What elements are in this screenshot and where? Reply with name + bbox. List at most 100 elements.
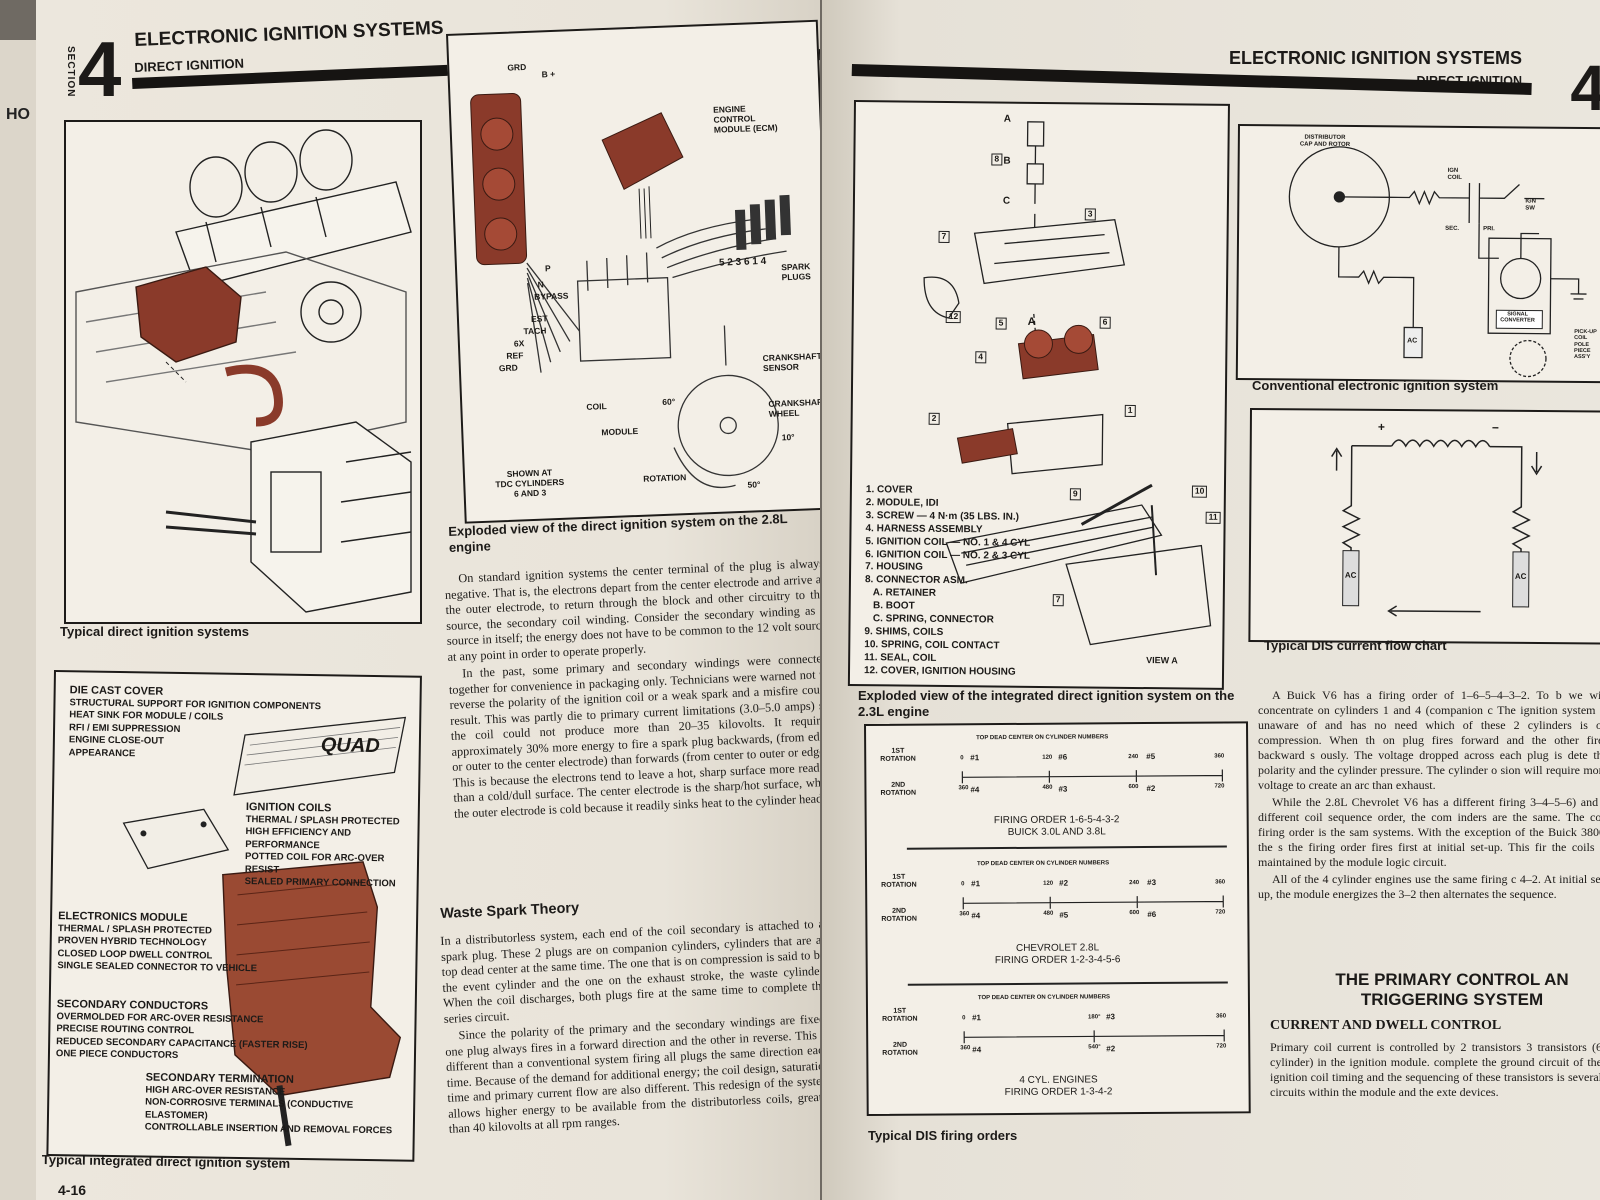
cylinder-label: #4 [970, 785, 980, 795]
label-p: P [544, 263, 551, 274]
figure-conventional-ignition: DISTRIBUTOR CAP AND ROTOR IGN COIL IGN S… [1235, 124, 1600, 384]
callout-8: 8 [991, 153, 1003, 166]
degree-label: 480 [1043, 910, 1054, 917]
callout-6: 6 [1099, 316, 1111, 329]
firing-timeline [961, 769, 1224, 784]
degree-label: 540° [1088, 1044, 1101, 1051]
degree-label: 360 [1214, 753, 1225, 760]
degree-label: 600 [1129, 910, 1140, 917]
label-crank-wheel: CRANKSHAFT WHEEL [768, 396, 820, 419]
firing-timeline [963, 1029, 1225, 1044]
label-b-plus: B + [541, 68, 556, 80]
cylinder-label: #2 [1146, 783, 1156, 794]
cylinder-label: #2 [1106, 1044, 1116, 1054]
degree-label: 720 [1215, 909, 1226, 916]
page-title: ELECTRONIC IGNITION SYSTEMS [134, 17, 444, 51]
figure-caption: Typical integrated direct ignition syste… [41, 1152, 291, 1171]
label-spark-plugs: SPARK PLUGS [781, 261, 812, 283]
label-crank-sensor: CRANKSHAFT SENSOR [762, 350, 820, 373]
label-bypass: BYPASS [533, 290, 569, 302]
body-text-polarity: On standard ignition systems the center … [444, 556, 820, 824]
label-ac-left: AC [1344, 570, 1357, 580]
callout-11: 11 [1205, 511, 1221, 524]
firing-order-name: FIRING ORDER 1-6-5-4-3-2 BUICK 3.0L AND … [993, 814, 1120, 838]
polarity-minus: − [1491, 420, 1499, 435]
letter-callout-c: C [1002, 195, 1011, 207]
label-60-deg: 60° [662, 396, 676, 407]
label-signal-converter: SIGNAL CONVERTER [1500, 311, 1535, 324]
degree-label: 0 [960, 755, 964, 762]
paragraph: On standard ignition systems the center … [444, 556, 820, 664]
degree-label: 600 [1128, 784, 1139, 791]
right-page: ELECTRONIC IGNITION SYSTEMS DIRECT IGNIT… [822, 0, 1600, 1200]
callout-10: 10 [1191, 485, 1208, 498]
degree-label: 360 [960, 1045, 971, 1052]
dis-current-flow-schematic [1331, 439, 1543, 617]
cylinder-label: #3 [1147, 877, 1157, 888]
degree-label: 240 [1129, 880, 1140, 887]
firing-order-block: TOP DEAD CENTER ON CYLINDER NUMBERS 1ST … [868, 989, 1249, 1112]
figure-caption: Typical direct ignition systems [60, 624, 250, 639]
figure-exploded-2-3l: A B C A 1 2 3 4 5 6 7 8 9 10 11 12 7 VIE… [847, 100, 1230, 690]
cylinder-label: #5 [1059, 910, 1069, 920]
label-shown-at-tdc: SHOWN AT TDC CYLINDERS 6 AND 3 [495, 467, 565, 499]
label-module: MODULE [601, 425, 639, 438]
integrated-ignition-illustration [122, 716, 407, 1147]
underlying-page-edge: HO [0, 40, 39, 1200]
body-text-waste-spark: In a distributorless system, each end of… [440, 917, 820, 1140]
cylinder-label: #4 [972, 1045, 982, 1055]
label-est: EST [530, 313, 548, 324]
label-ac-plug: AC [1407, 337, 1418, 345]
cylinder-label: #1 [970, 753, 980, 763]
label-grd-top: GRD [507, 61, 527, 73]
callout-9: 9 [1069, 488, 1081, 501]
cylinder-label: #6 [1147, 909, 1157, 920]
tdc-label: TOP DEAD CENTER ON CYLINDER NUMBERS [976, 860, 1110, 868]
firing-order-name: 4 CYL. ENGINES FIRING ORDER 1-3-4-2 [1004, 1074, 1113, 1099]
degree-label: 120 [1043, 880, 1054, 887]
cylinder-label: #6 [1058, 752, 1068, 762]
figure-direct-ignition-systems [64, 120, 422, 624]
secondary-termination-features: SECONDARY TERMINATION HIGH ARC-OVER RESI… [145, 1071, 414, 1138]
callout-12: 12 [945, 310, 962, 323]
parts-list-item: 11. SEAL, COIL [864, 651, 937, 664]
view-a-label: VIEW A [1146, 655, 1178, 666]
section-heading: THE PRIMARY CONTROL AN TRIGGERING SYSTEM [1335, 970, 1569, 1009]
page-number: 4-16 [58, 1182, 87, 1198]
figure-caption: Typical DIS firing orders [868, 1128, 1018, 1143]
body-text-buick: A Buick V6 has a firing order of 1–6–5–4… [1258, 688, 1600, 904]
figure-caption: Typical DIS current flow chart [1264, 638, 1447, 653]
label-50-deg: 50° [747, 479, 761, 490]
parts-list-item: 5. IGNITION COIL — NO. 1 & 4 CYL [865, 535, 1031, 549]
callout-7: 7 [938, 230, 950, 243]
underlying-page-heading: HO [6, 106, 30, 123]
label-10-deg: 10° [781, 431, 795, 443]
degree-label: 720 [1214, 783, 1225, 790]
section-number: 4 [1570, 52, 1600, 124]
paragraph: All of the 4 cylinder engines use the sa… [1258, 872, 1600, 901]
cylinder-label: #2 [1059, 878, 1069, 888]
quad-badge: QUAD [320, 734, 380, 758]
paragraph: Primary coil current is controlled by 2 … [1270, 1040, 1600, 1099]
label-pri: PRI. [1483, 226, 1495, 233]
degree-label: 480 [1042, 784, 1053, 791]
parts-list: 1. COVER 2. MODULE, IDI 3. SCREW — 4 N·m… [864, 484, 1031, 679]
feature-item: POTTED COIL FOR ARC-OVER RESIST [244, 851, 385, 876]
cylinder-label: #4 [971, 911, 981, 921]
body-text-current: Primary coil current is controlled by 2 … [1270, 1040, 1600, 1102]
label-cylinder-numbers: 5 2 3 6 1 4 [718, 255, 767, 269]
label-ign-switch: IGN SW [1525, 198, 1537, 212]
label-ecm: ENGINE CONTROL MODULE (ECM) [712, 103, 778, 135]
degree-label: 360 [959, 911, 970, 918]
label-ref: REF [506, 350, 524, 361]
letter-callout-a-view: A [1027, 315, 1036, 328]
ignition-coils-features: IGNITION COILS THERMAL / SPLASH PROTECTE… [245, 801, 418, 891]
paragraph: A Buick V6 has a firing order of 1–6–5–4… [1258, 688, 1600, 792]
cylinder-label: #5 [1146, 751, 1156, 762]
page-title: ELECTRONIC IGNITION SYSTEMS [1228, 48, 1522, 68]
electronics-module-features: ELECTRONICS MODULE THERMAL / SPLASH PROT… [57, 910, 258, 976]
label-ign-coil: IGN COIL [1447, 167, 1462, 181]
firing-order-name: CHEVROLET 2.8L FIRING ORDER 1-2-3-4-5-6 [994, 942, 1121, 967]
callout-4: 4 [975, 351, 987, 364]
cylinder-label: #3 [1106, 1012, 1115, 1022]
